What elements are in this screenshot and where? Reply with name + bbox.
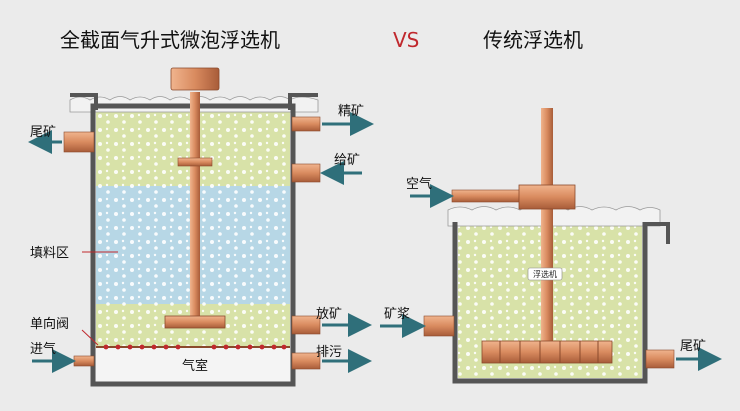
label-slurry: 矿浆 bbox=[384, 307, 410, 322]
impeller-blades bbox=[499, 341, 599, 363]
tailings-pipe-left bbox=[63, 131, 95, 153]
label-discharge: 放矿 bbox=[316, 307, 342, 322]
air-chamber bbox=[96, 348, 290, 382]
right-title: 传统浮选机 bbox=[483, 28, 583, 52]
right-tank-wall bbox=[452, 222, 648, 384]
impeller bbox=[481, 340, 613, 364]
label-tailings-left: 尾矿 bbox=[30, 125, 56, 140]
shaft-collar bbox=[177, 157, 213, 167]
bottom-distributor bbox=[164, 315, 226, 329]
tailings-pipe-right bbox=[645, 349, 675, 369]
air-inlet-pipe bbox=[73, 355, 95, 367]
concentrate-pipe bbox=[291, 116, 321, 132]
top-motor-block bbox=[170, 67, 220, 91]
left-flotation-machine: 尾矿 精矿 给矿 填料区 单向阀 放矿 进气 气室 排污 bbox=[28, 67, 374, 387]
label-feed: 给矿 bbox=[334, 153, 360, 168]
left-title: 全截面气升式微泡浮选机 bbox=[60, 28, 280, 52]
impeller-tag bbox=[527, 267, 563, 281]
central-shaft bbox=[190, 92, 200, 320]
slurry-inlet-pipe bbox=[423, 315, 455, 337]
air-housing bbox=[518, 184, 576, 210]
vs-label: VS bbox=[393, 28, 419, 52]
right-flotation-machine: 浮选机 空气 矿浆 尾矿 bbox=[380, 108, 722, 384]
right-froth-layer bbox=[447, 206, 661, 227]
air-pipe bbox=[451, 189, 521, 203]
label-impeller-tag: 浮选机 bbox=[533, 269, 557, 279]
sewage-pipe bbox=[291, 352, 321, 370]
label-packing-zone: 填料区 bbox=[30, 246, 69, 261]
label-sewage: 排污 bbox=[316, 345, 342, 360]
label-check-valve: 单向阀 bbox=[30, 316, 69, 332]
label-air-in: 进气 bbox=[30, 341, 56, 357]
label-tailings-right: 尾矿 bbox=[680, 339, 706, 354]
discharge-pipe bbox=[291, 315, 321, 335]
label-concentrate: 精矿 bbox=[338, 104, 364, 119]
right-shaft bbox=[541, 108, 553, 352]
label-air-chamber: 气室 bbox=[182, 358, 208, 374]
label-air: 空气 bbox=[406, 176, 432, 192]
check-valve-row bbox=[103, 344, 287, 350]
feed-pipe bbox=[291, 163, 321, 183]
